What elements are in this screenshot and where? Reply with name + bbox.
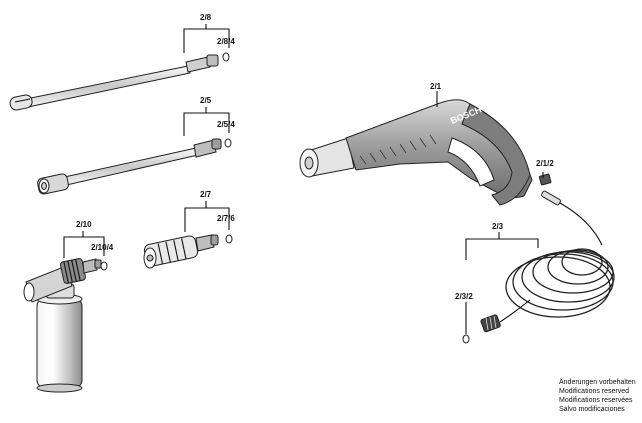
- spray-gun-2-1: BOSCH: [299, 99, 533, 206]
- label-2-8-4: 2/8/4: [217, 37, 235, 46]
- modification-notes: Änderungen vorbehalten Modifications res…: [559, 378, 639, 414]
- lance-2-8: [9, 52, 230, 111]
- label-2-7: 2/7: [200, 190, 212, 199]
- label-2-7-6: 2/7/6: [217, 214, 235, 223]
- note-es: Salvo modificaciones: [559, 406, 625, 413]
- callout-2-3: 2/3 2/3/2: [455, 222, 539, 334]
- foam-nozzle-2-10: [23, 258, 108, 393]
- label-2-8: 2/8: [200, 13, 212, 22]
- note-de: Änderungen vorbehalten: [559, 379, 636, 386]
- callout-2-8: 2/8 2/8/4: [183, 13, 235, 53]
- nozzle-2-7: [143, 234, 233, 269]
- callout-2-7: 2/7 2/7/6: [184, 190, 235, 232]
- hose-2-3: [462, 190, 615, 344]
- note-fr: Modifications reservées: [559, 397, 633, 404]
- label-2-10: 2/10: [76, 220, 92, 229]
- label-2-5: 2/5: [200, 96, 212, 105]
- label-2-10-4: 2/10/4: [91, 243, 114, 252]
- label-2-5-4: 2/5/4: [217, 120, 235, 129]
- callout-2-1: 2/1: [430, 82, 442, 107]
- callout-2-5: 2/5 2/5/4: [183, 96, 235, 136]
- note-en: Modifications reserved: [559, 388, 630, 395]
- label-2-3: 2/3: [492, 222, 504, 231]
- small-part-2-1-2: 2/1/2: [536, 159, 554, 186]
- label-2-1-2: 2/1/2: [536, 159, 554, 168]
- callout-2-10: 2/10 2/10/4: [63, 220, 114, 258]
- label-2-3-2: 2/3/2: [455, 292, 473, 301]
- lance-2-5: [37, 138, 232, 195]
- label-2-1: 2/1: [430, 82, 442, 91]
